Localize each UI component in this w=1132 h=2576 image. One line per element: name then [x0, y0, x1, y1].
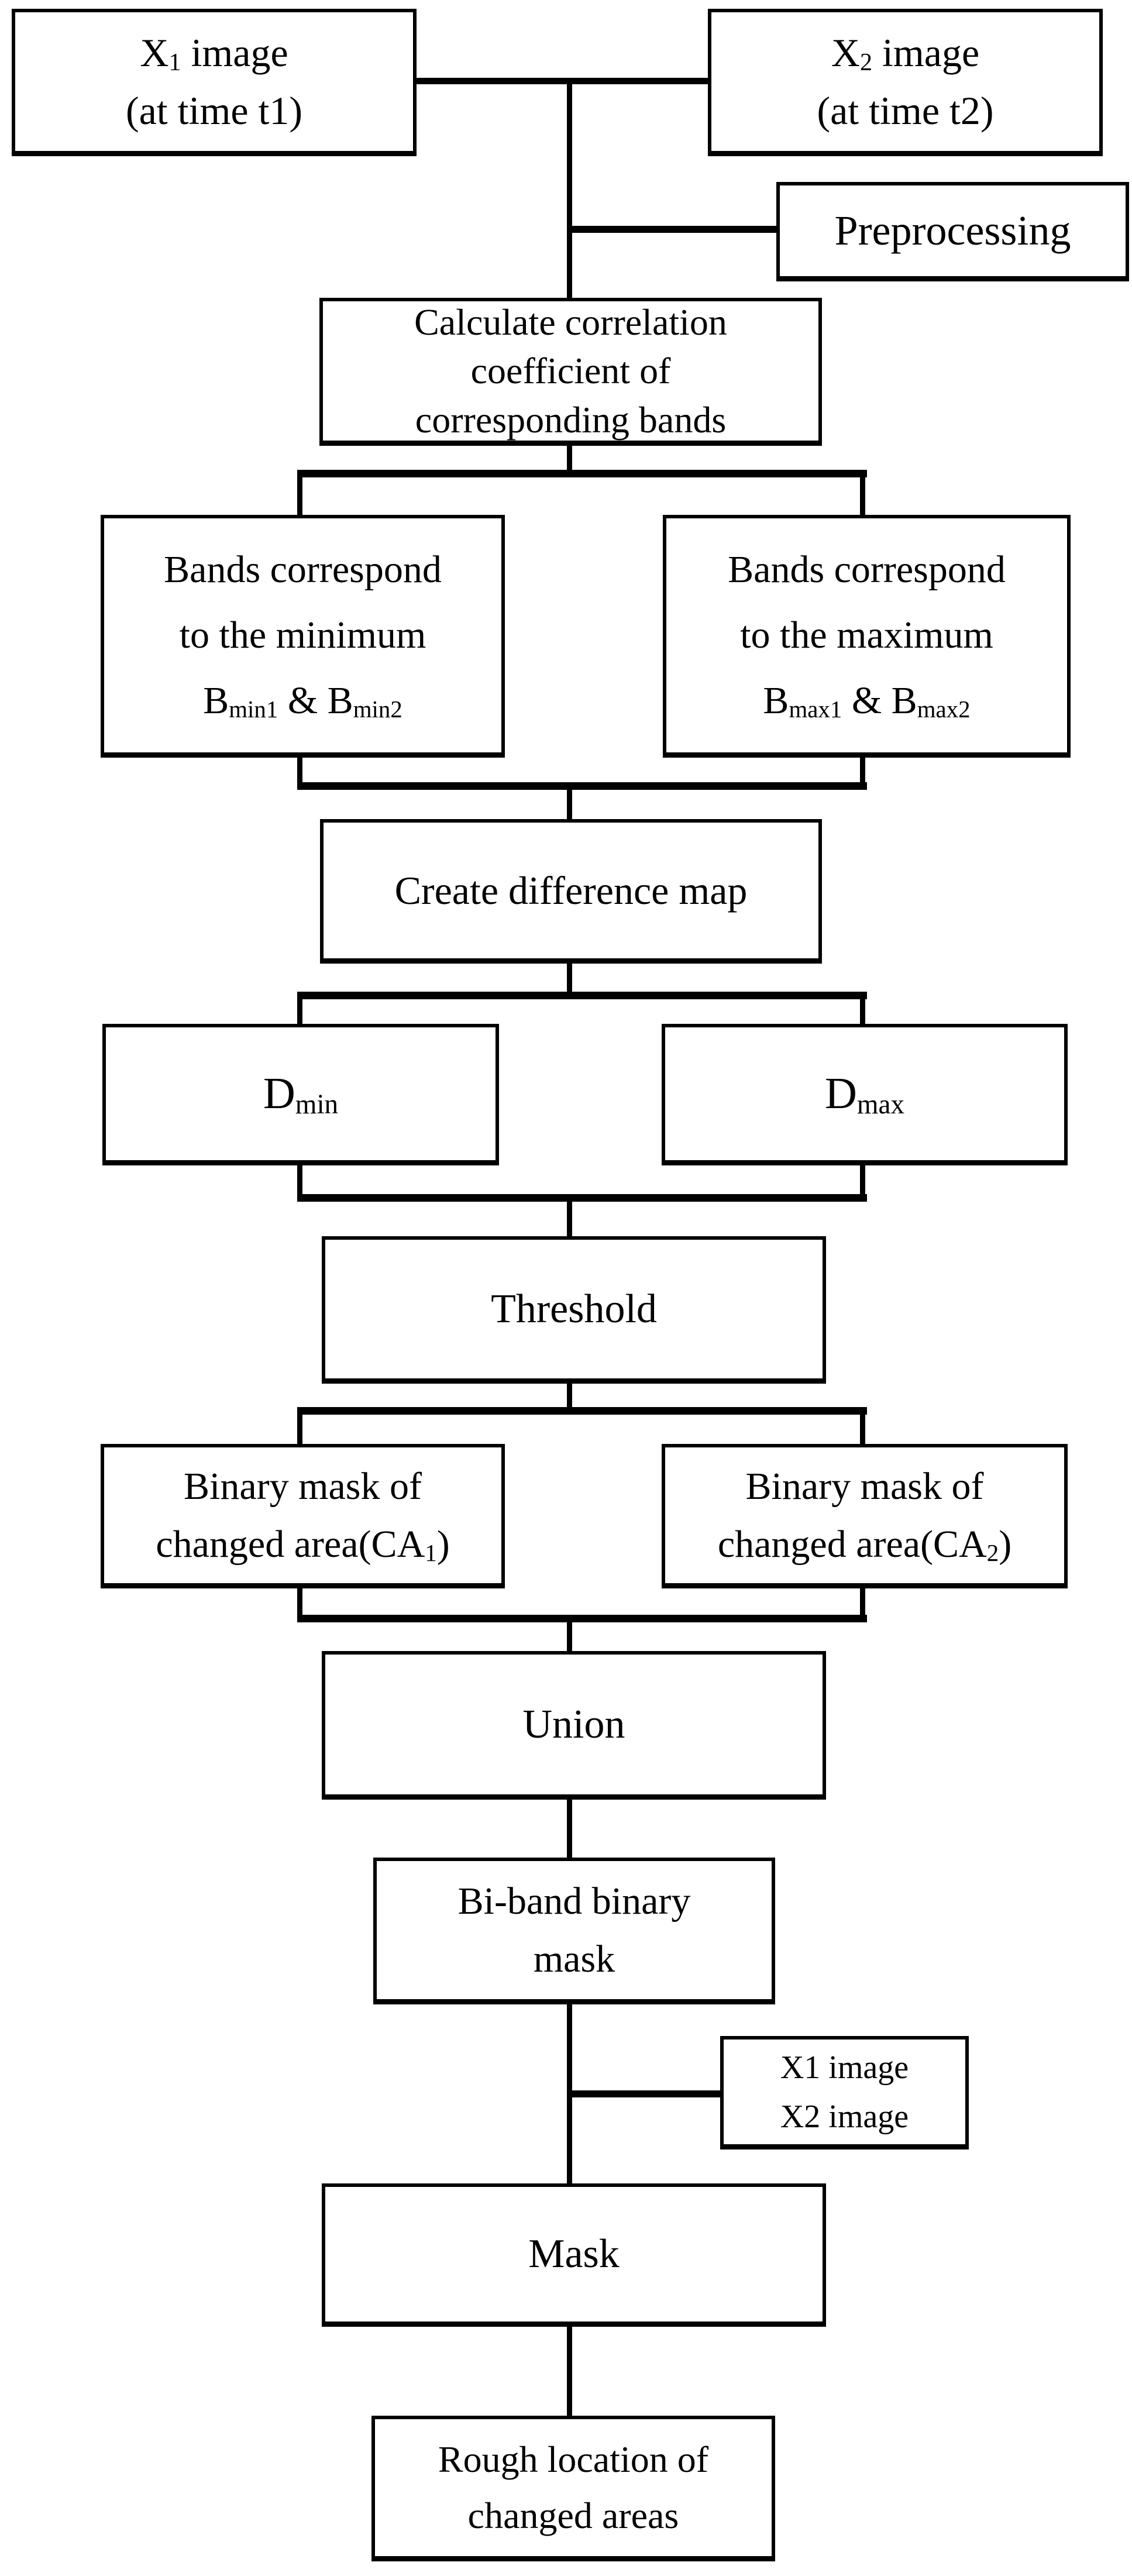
connector-split-bar-bands — [297, 470, 867, 477]
connector-d-min-in — [297, 999, 302, 1024]
node-d-max: Dmax — [662, 1024, 1068, 1165]
connector-binary-ca1-in — [297, 1415, 302, 1444]
connector-merge-bar-d — [297, 1194, 867, 1202]
connector-threshold-in — [567, 1202, 572, 1236]
connector-d-min-out — [297, 1165, 302, 1194]
connector-x1x2-branch — [567, 2090, 720, 2097]
connector-mask-to-rough — [567, 2327, 572, 2416]
connector-merge-bar-bands — [297, 782, 867, 790]
node-x2-image: X2 image(at time t2) — [708, 9, 1103, 156]
node-d-min: Dmin — [102, 1024, 499, 1165]
node-preprocessing: Preprocessing — [776, 182, 1129, 281]
connector-d-max-out — [860, 1165, 865, 1194]
connector-bands-min-out — [297, 758, 302, 782]
connector-x1-x2-horizontal — [417, 78, 708, 84]
connector-bands-max-in — [860, 477, 865, 515]
connector-binary-ca1-out — [297, 1588, 302, 1615]
node-threshold: Threshold — [322, 1236, 826, 1384]
connector-bands-min-in — [297, 477, 302, 515]
connector-create-in — [567, 790, 572, 819]
node-x1-image: X1 image(at time t1) — [12, 9, 417, 156]
connector-calculate-out — [567, 446, 572, 470]
connector-create-out — [567, 964, 572, 992]
connector-bands-max-out — [860, 758, 865, 782]
connector-split-bar-d — [297, 992, 867, 999]
connector-merge-bar-binary — [297, 1615, 867, 1622]
node-union: Union — [322, 1651, 826, 1800]
connector-binary-ca2-in — [860, 1415, 865, 1444]
connector-union-in — [567, 1622, 572, 1651]
connector-threshold-out — [567, 1384, 572, 1407]
connector-binary-ca2-out — [860, 1588, 865, 1615]
connector-trunk-top-vertical — [567, 78, 572, 298]
connector-union-to-biband — [567, 1800, 572, 1858]
connector-preprocessing-branch — [567, 226, 776, 233]
connector-split-bar-binary — [297, 1407, 867, 1415]
node-create-difference-map: Create difference map — [320, 819, 822, 964]
connector-d-max-in — [860, 999, 865, 1024]
node-mask: Mask — [322, 2183, 826, 2327]
